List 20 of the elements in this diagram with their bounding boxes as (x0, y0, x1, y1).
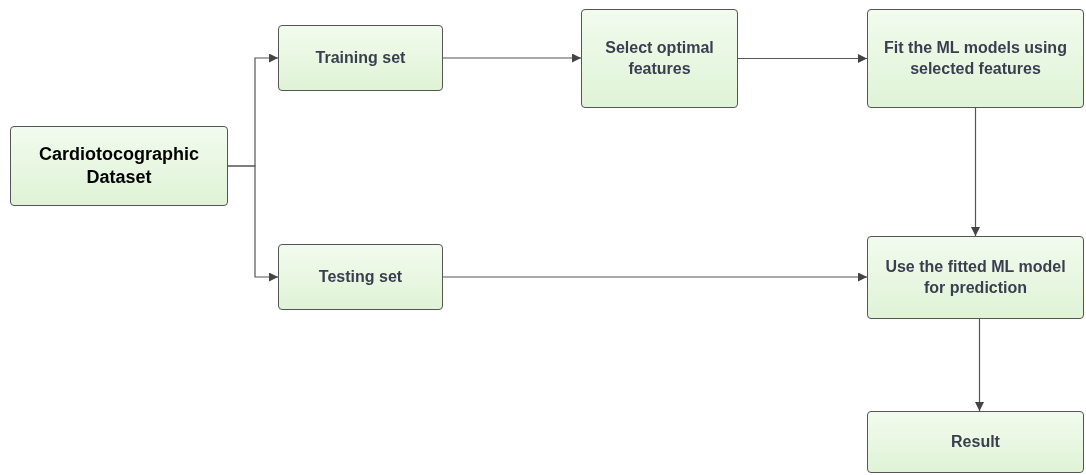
arrow (975, 318, 984, 412)
arrow (737, 54, 868, 63)
box-label: Training set (315, 47, 406, 68)
arrow (442, 272, 868, 282)
process-box (581, 9, 738, 108)
process-box (278, 244, 443, 310)
process-box (867, 236, 1084, 319)
process-box (867, 411, 1084, 473)
box-label: Use the fitted ML model for prediction (884, 256, 1067, 298)
process-box (867, 9, 1084, 108)
arrow (442, 53, 582, 63)
box-label: Fit the ML models using selected features (883, 37, 1068, 79)
box-label: Result (951, 431, 1000, 452)
box-label: Select optimal features (604, 37, 715, 79)
process-box (278, 25, 443, 91)
process-box (10, 126, 228, 206)
box-label: Testing set (318, 266, 403, 287)
arrow (971, 107, 980, 237)
box-label: Cardiotocographic Dataset (38, 142, 200, 189)
arrow (227, 165, 279, 282)
